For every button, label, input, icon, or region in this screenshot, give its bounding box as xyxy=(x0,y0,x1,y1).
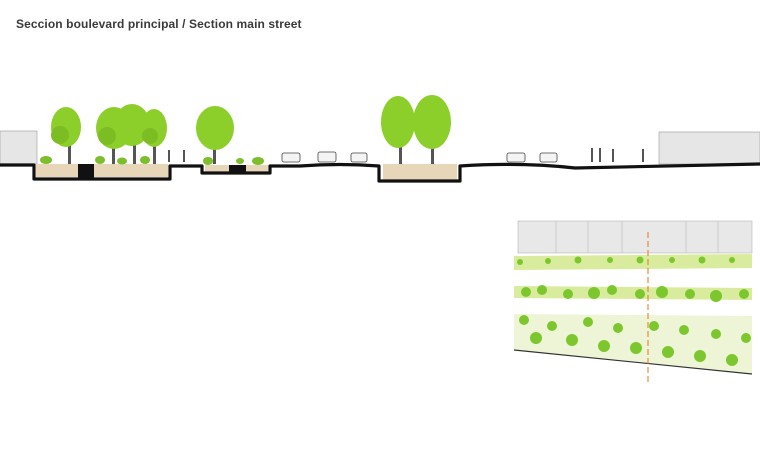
tree-icon xyxy=(51,107,81,164)
planter-soil-5 xyxy=(383,164,457,180)
pedestrian-icon xyxy=(168,148,644,162)
tree-icon xyxy=(114,104,150,164)
tree-icon xyxy=(141,109,167,164)
ground-profile-line xyxy=(0,162,760,183)
planter-soil-2 xyxy=(94,164,168,177)
tree-icon xyxy=(413,95,451,164)
tree-icon xyxy=(196,106,234,164)
planter-divider-1 xyxy=(78,164,94,178)
shrubs xyxy=(40,156,264,165)
planter-soil-3 xyxy=(205,165,229,172)
building-left xyxy=(0,130,38,165)
planter-divider-2 xyxy=(229,165,246,173)
building-right xyxy=(658,131,760,165)
car-icon xyxy=(281,151,558,163)
tree-icon xyxy=(381,96,415,164)
plan-view xyxy=(513,220,753,384)
diagram-title: Seccion boulevard principal / Section ma… xyxy=(16,17,302,31)
planter-soil-4 xyxy=(246,165,268,172)
